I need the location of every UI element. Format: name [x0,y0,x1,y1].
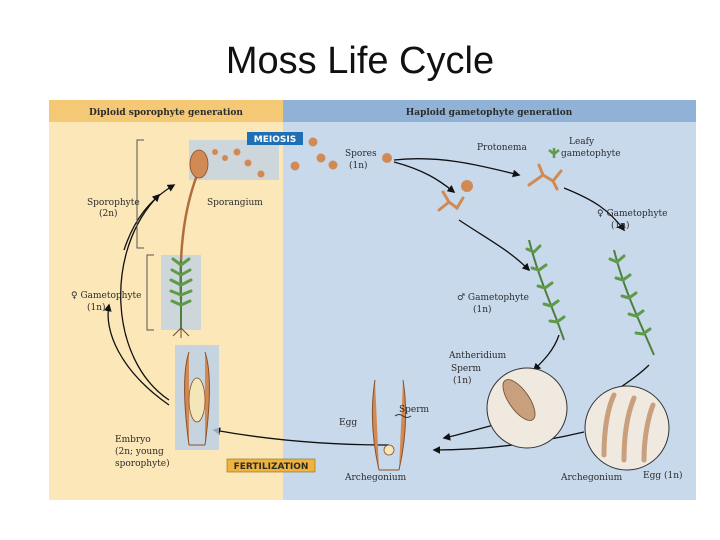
label-gametophyte-left: ♀ Gametophyte [71,291,141,301]
spore-dot [222,155,228,161]
gametophyte-leaves-left [169,257,193,307]
label-egg-right: Egg (1n) [643,470,683,481]
diploid-header: Diploid sporophyte generation [89,108,243,118]
diploid-header-bar [49,100,283,122]
spore-dot [290,161,300,171]
gametophyte-bracket [146,254,154,331]
egg-cell [383,444,395,456]
protonema-large [527,163,563,191]
label-embryo: Embryo [115,435,151,445]
label-protonema: Protonema [477,143,527,153]
label-female-gametophyte: ♀ Gametophyte [597,209,667,219]
moss-life-cycle-diagram: Diploid sporophyte generation Haploid ga… [49,100,696,500]
spore-dot [233,148,241,156]
meiosis-badge [247,132,303,145]
center-archegonium [371,379,407,471]
slide-title: Moss Life Cycle [225,40,495,82]
embryo-archegonium [184,351,210,446]
arrow-archegonium-to-egg [432,431,585,454]
label-sporophyte: Sporophyte [87,198,140,208]
label-egg: Egg [339,418,357,428]
sporophyte-bracket [136,139,144,249]
label-sporangium: Sporangium [207,198,263,208]
label-spores-ploidy: (1n) [349,160,368,171]
fertilization-badge [226,458,316,473]
arrow-male-to-antheridium [532,334,560,372]
label-embryo-line2: (2n; young [115,446,164,457]
arrow-leafy-to-female [563,187,625,232]
male-gametophyte-leaves [525,244,566,324]
label-gametophyte-left-ploidy: (1n) [87,302,106,313]
arrow-spores-down [393,161,456,193]
arrow-embryo-to-gametophyte [103,303,170,406]
haploid-header: Haploid gametophyte generation [406,108,573,118]
spore-dot [316,153,326,163]
spore-dot [308,137,318,147]
label-leafy-line2: gametophyte [561,149,621,159]
rhizoids-left [172,327,190,338]
haploid-header-bar [283,100,696,122]
label-archegonium-center: Archegonium [344,473,407,483]
label-leafy: Leafy [569,137,595,147]
sperm-swimming [394,414,412,418]
leafy-bud [548,148,560,158]
spore-dot [328,160,338,170]
label-sporophyte-ploidy: (2n) [99,208,118,219]
antheridium-body [502,379,536,421]
archegonium-necks [601,392,656,463]
spore-dot [382,153,392,163]
embryo-body [188,377,206,423]
arrow-antheridium-to-sperm [442,424,495,441]
label-male-gametophyte: ♂ Gametophyte [457,293,529,303]
label-embryo-line3: sporophyte) [115,458,170,469]
spore-dot [257,170,265,178]
arrow-fertilization-to-embryo [212,427,390,446]
label-female-gametophyte-ploidy: (1n) [611,220,630,231]
sporangium-capsule [189,149,209,179]
protonema-spore [461,180,473,192]
cycle-arrow-left-up [120,193,170,401]
spore-dot [244,159,252,167]
arrow-spores-to-protonema [393,158,521,178]
arrow-gametophyte-to-sporophyte [123,184,176,251]
label-antheridium: Antheridium [448,351,507,361]
label-sperm: Sperm [399,405,430,415]
label-male-gametophyte-ploidy: (1n) [473,304,492,315]
label-archegonium-right: Archegonium [560,473,623,483]
protonema-small [437,190,465,212]
meiosis-label: MEIOSIS [254,135,296,145]
spore-dot [212,149,218,155]
female-gametophyte-leaves [608,254,652,336]
fertilization-label: FERTILIZATION [234,462,309,472]
label-sperm-inset-ploidy: (1n) [453,375,472,386]
label-sperm-inset: Sperm [451,364,482,374]
label-spores: Spores [345,149,377,159]
arrow-protonema-to-male [458,219,531,272]
